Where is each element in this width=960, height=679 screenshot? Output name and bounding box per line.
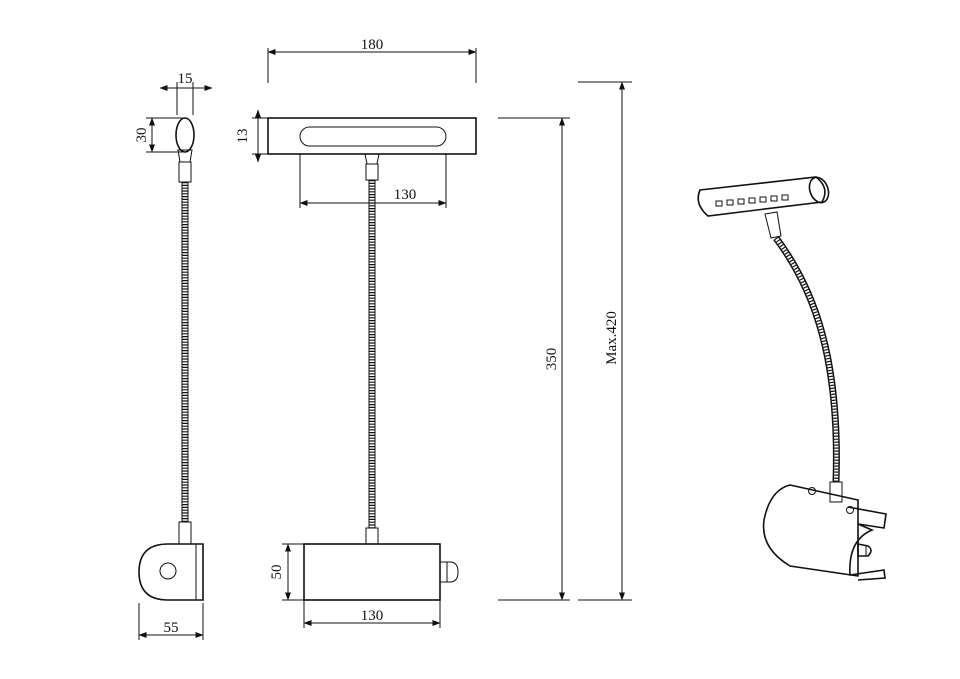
perspective-view — [697, 176, 887, 581]
dim-side-width: 15 — [178, 71, 193, 87]
dim-base-depth: 55 — [164, 620, 179, 636]
dim-base-height: 50 — [269, 565, 285, 580]
dim-max-height: Max.420 — [604, 311, 620, 365]
dim-total-height: 350 — [544, 348, 560, 371]
perspective-lamp-head — [697, 176, 830, 217]
front-led-slot — [299, 126, 447, 147]
side-base-hole — [159, 562, 177, 580]
dim-side-height: 30 — [134, 128, 150, 143]
side-gooseneck — [181, 182, 189, 522]
dim-head-height: 13 — [235, 129, 251, 144]
dim-head-slot: 130 — [394, 187, 417, 203]
perspective-leds — [715, 194, 789, 207]
front-base — [303, 543, 441, 601]
front-view: 180 13 130 50 — [235, 37, 632, 628]
side-lamp-head — [175, 117, 195, 153]
front-base-knob — [439, 561, 459, 583]
front-gooseneck — [368, 180, 376, 528]
side-view: 15 30 55 — [134, 71, 213, 640]
dim-base-length: 130 — [361, 608, 384, 624]
perspective-base — [762, 484, 887, 581]
dim-head-length: 180 — [361, 37, 384, 53]
front-lamp-head — [267, 117, 477, 155]
perspective-gooseneck — [773, 235, 840, 483]
side-base — [138, 543, 204, 601]
